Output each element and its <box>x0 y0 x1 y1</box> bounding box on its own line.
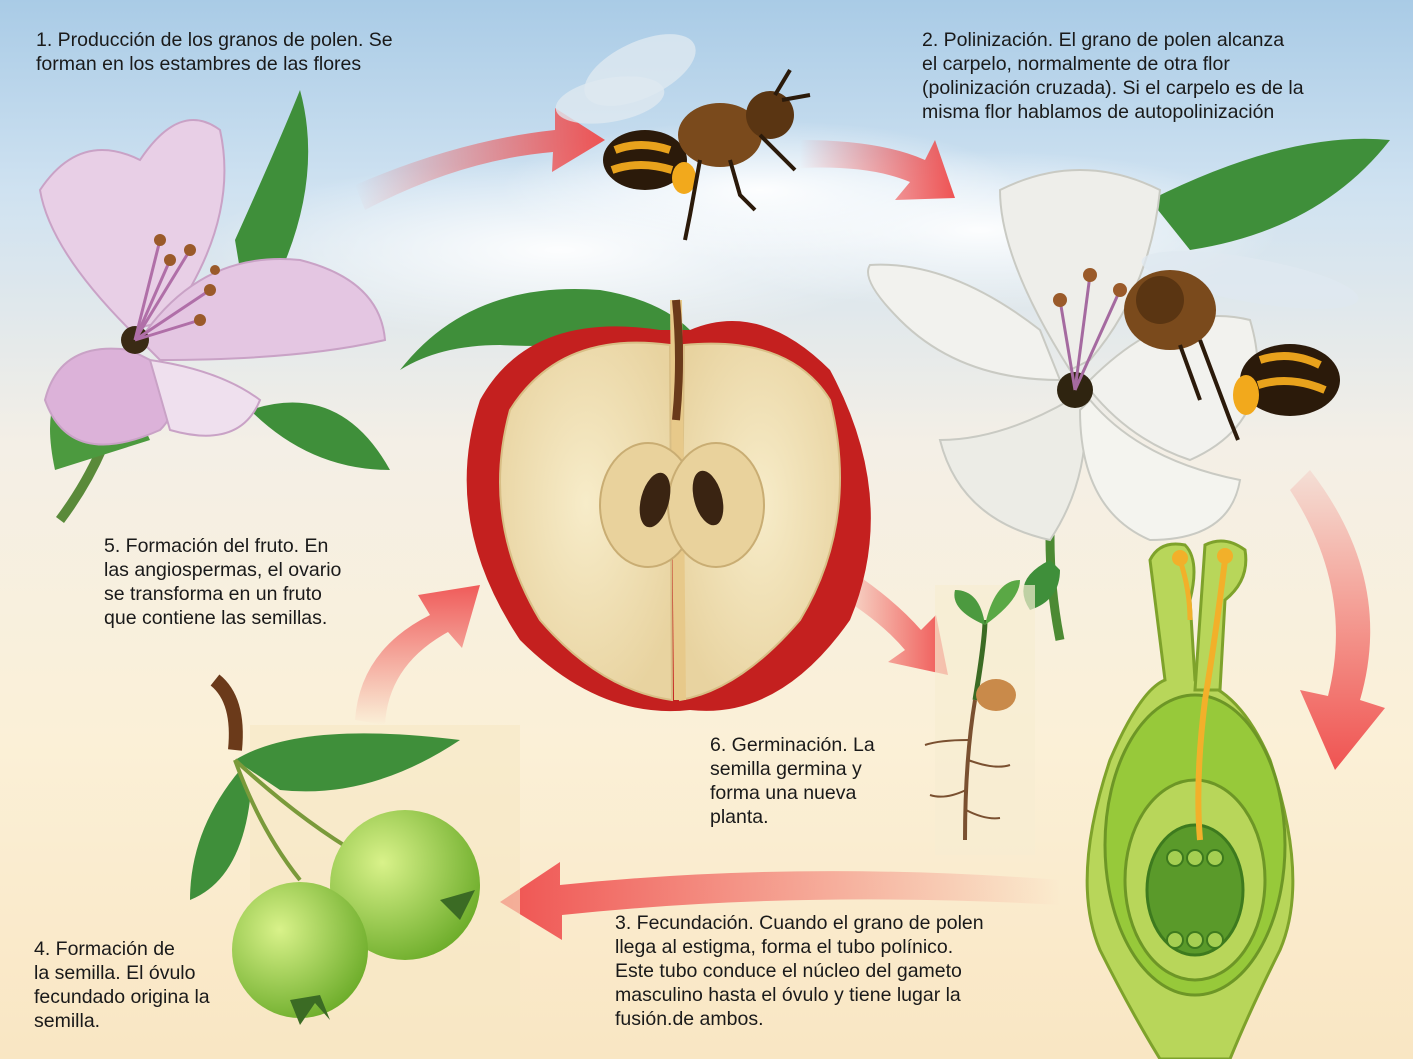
seedling-icon <box>925 580 1035 855</box>
arrow-flower-to-pistil <box>1290 470 1385 770</box>
apple-icon <box>400 289 871 711</box>
pistil-icon <box>1087 541 1293 1059</box>
step-2-label: 2. Polinización. El grano de polen alcan… <box>922 28 1402 124</box>
step-6-label: 6. Germinación. La semilla germina y for… <box>710 733 920 829</box>
step-4-label: 4. Formación de la semilla. El óvulo fec… <box>34 937 264 1033</box>
step-3-label: 3. Fecundación. Cuando el grano de polen… <box>615 911 1085 1031</box>
flower-pink-icon <box>40 90 390 520</box>
step-1-label: 1. Producción de los granos de polen. Se… <box>36 28 496 76</box>
step-5-label: 5. Formación del fruto. En las angiosper… <box>104 534 404 630</box>
